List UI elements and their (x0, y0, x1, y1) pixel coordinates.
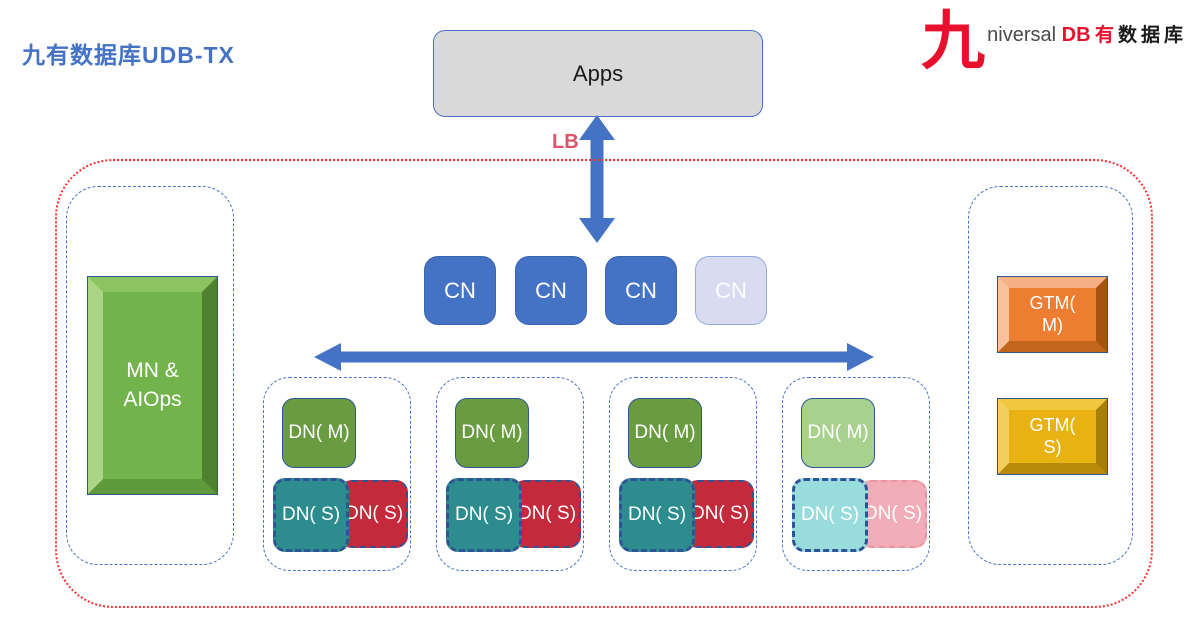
logo-glyph-icon: 九 (921, 5, 986, 77)
cn-node: CN (605, 256, 677, 325)
gtm-label-line1: GTM( (1029, 414, 1076, 435)
mn-aiops-box: MN & AIOps (87, 276, 218, 495)
mn-label-line1: MN & (126, 359, 179, 383)
dn-label-line2: M) (673, 422, 696, 444)
dn-label-line1: DN( (863, 503, 898, 525)
cn-node: CN (424, 256, 496, 325)
dn-label-line1: DN( (344, 503, 379, 525)
dn-label-line2: S) (557, 503, 577, 525)
dn-label-line1: DN( (288, 422, 323, 444)
dn-master-label: DN( M) (461, 421, 522, 445)
mn-aiops-container: MN & AIOps (66, 186, 234, 565)
brand-logo: 九 niversal DB 有数据库 (921, 6, 1187, 76)
dn-master-box: DN( M) (801, 398, 875, 468)
dn-standby-label: DN( S) (628, 503, 686, 527)
dn-master-box: DN( M) (282, 398, 356, 468)
dn-master-box: DN( M) (455, 398, 529, 468)
gtm-standby-label: GTM( S) (1030, 415, 1076, 458)
dn-label-line1: DN( (454, 504, 489, 526)
gtm-label-line1: GTM( (1029, 292, 1076, 313)
cn-label: CN (535, 277, 567, 303)
dn-standby-label: DN( S) (518, 502, 576, 526)
dn-label-line2: S) (730, 503, 750, 525)
dn-master-box: DN( M) (628, 398, 702, 468)
dn-label-line2: S) (321, 504, 341, 526)
cn-node: CN (515, 256, 587, 325)
distribution-arrow (314, 343, 874, 371)
dn-group-standby: DN( M) DN( S) DN( S) (782, 377, 930, 571)
logo-text: niversal DB 有数据库 (987, 20, 1187, 47)
dn-standby-red-box: DN( S) (513, 480, 581, 548)
dn-master-label: DN( M) (807, 421, 868, 445)
logo-sub-black: 数据库 (1117, 25, 1187, 46)
logo-brand-gray: niversal (987, 24, 1057, 46)
cn-label: CN (625, 277, 657, 303)
dn-standby-label: DN( S) (455, 503, 513, 527)
logo-brand-red: DB (1061, 24, 1091, 46)
dn-standby-teal-box: DN( S) (792, 478, 868, 552)
dn-standby-red-box: DN( S) (340, 480, 408, 548)
logo-sub-line: 有数据库 (1095, 25, 1187, 46)
dn-standby-label: DN( S) (345, 502, 403, 526)
dn-label-line2: S) (840, 504, 860, 526)
dn-standby-label: DN( S) (691, 502, 749, 526)
gtm-label-line2: M) (1041, 314, 1063, 335)
dn-standby-label: DN( S) (864, 502, 922, 526)
dn-label-line1: DN( (281, 504, 316, 526)
dn-label-line2: S) (384, 503, 404, 525)
dn-label-line1: DN( (800, 504, 835, 526)
logo-sub-red: 有 (1094, 25, 1118, 46)
dn-label-line2: S) (494, 504, 514, 526)
dn-group: DN( M) DN( S) DN( S) (609, 377, 757, 571)
apps-box: Apps (433, 30, 763, 117)
cn-label: CN (444, 277, 476, 303)
dn-label-line1: DN( (627, 504, 662, 526)
dn-label-line2: S) (667, 504, 687, 526)
page-title: 九有数据库UDB-TX (22, 42, 235, 68)
dn-master-label: DN( M) (288, 421, 349, 445)
dn-label-line1: DN( (461, 422, 496, 444)
dn-standby-teal-box: DN( S) (446, 478, 522, 552)
dn-standby-label: DN( S) (282, 503, 340, 527)
mn-label-line2: AIOps (123, 387, 182, 411)
cn-label: CN (715, 277, 747, 303)
gtm-standby-box: GTM( S) (997, 398, 1108, 475)
lb-label: LB (552, 131, 579, 153)
dn-standby-pink-box: DN( S) (859, 480, 927, 548)
dn-label-line2: M) (846, 422, 869, 444)
dn-standby-teal-box: DN( S) (273, 478, 349, 552)
dn-standby-red-box: DN( S) (686, 480, 754, 548)
logo-brand-line: niversal DB (987, 24, 1090, 46)
dn-label-line1: DN( (690, 503, 725, 525)
dn-label-line1: DN( (634, 422, 669, 444)
dn-group: DN( M) DN( S) DN( S) (436, 377, 584, 571)
dn-group: DN( M) DN( S) DN( S) (263, 377, 411, 571)
gtm-master-label: GTM( M) (1030, 293, 1076, 336)
apps-label: Apps (572, 60, 624, 86)
dn-label-line2: M) (500, 422, 523, 444)
lb-arrow (579, 115, 615, 243)
dn-label-line1: DN( (517, 503, 552, 525)
gtm-container (968, 186, 1133, 565)
gtm-label-line2: S) (1043, 436, 1062, 457)
dn-standby-label: DN( S) (801, 503, 859, 527)
mn-aiops-label: MN & AIOps (123, 357, 181, 414)
dn-master-label: DN( M) (634, 421, 695, 445)
dn-label-line2: M) (327, 422, 350, 444)
cn-node-standby: CN (695, 256, 767, 325)
gtm-master-box: GTM( M) (997, 276, 1108, 353)
dn-label-line2: S) (903, 503, 923, 525)
cluster-zone-boundary (55, 159, 1153, 608)
dn-standby-teal-box: DN( S) (619, 478, 695, 552)
dn-label-line1: DN( (807, 422, 842, 444)
